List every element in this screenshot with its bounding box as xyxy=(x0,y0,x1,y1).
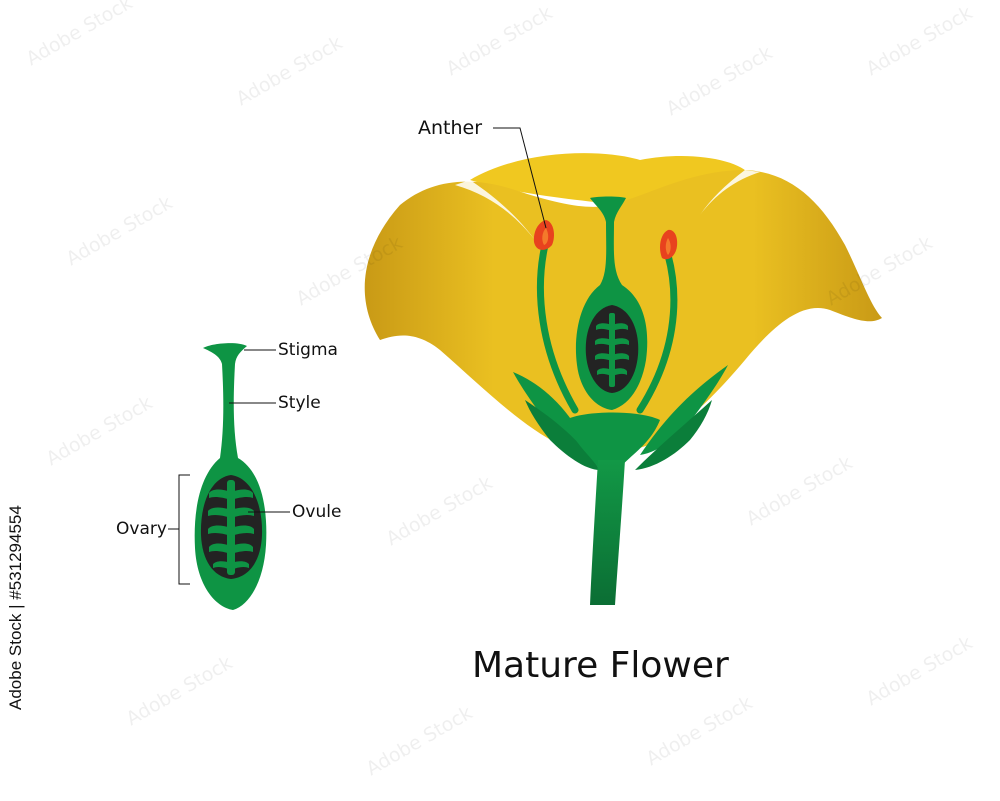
mature-flower xyxy=(364,127,882,605)
filament-left xyxy=(536,241,579,414)
sepal-left xyxy=(513,372,590,455)
sepal-right-lower xyxy=(635,400,712,470)
anther-pointer xyxy=(493,127,547,229)
sepal-right xyxy=(640,365,728,455)
anther-right-inner xyxy=(665,238,671,255)
stock-id-text: Adobe Stock | #531294554 xyxy=(6,505,25,710)
diagram-title: Mature Flower xyxy=(472,645,729,686)
filament-right xyxy=(636,251,678,414)
stem xyxy=(590,460,625,605)
sepal-left-lower xyxy=(525,400,600,470)
anther-left-inner xyxy=(542,228,549,245)
style-label: Style xyxy=(278,393,321,413)
ovules xyxy=(595,313,629,387)
pistil-detail xyxy=(168,343,290,610)
detail-ovules xyxy=(208,480,254,575)
petal-fold-left xyxy=(455,180,535,240)
receptacle xyxy=(565,412,660,470)
anther-label: Anther xyxy=(418,117,483,139)
stigma-label: Stigma xyxy=(278,340,338,360)
ovule-label: Ovule xyxy=(292,502,342,522)
ovary-bracket xyxy=(178,474,190,585)
ovary-label: Ovary xyxy=(116,519,167,539)
